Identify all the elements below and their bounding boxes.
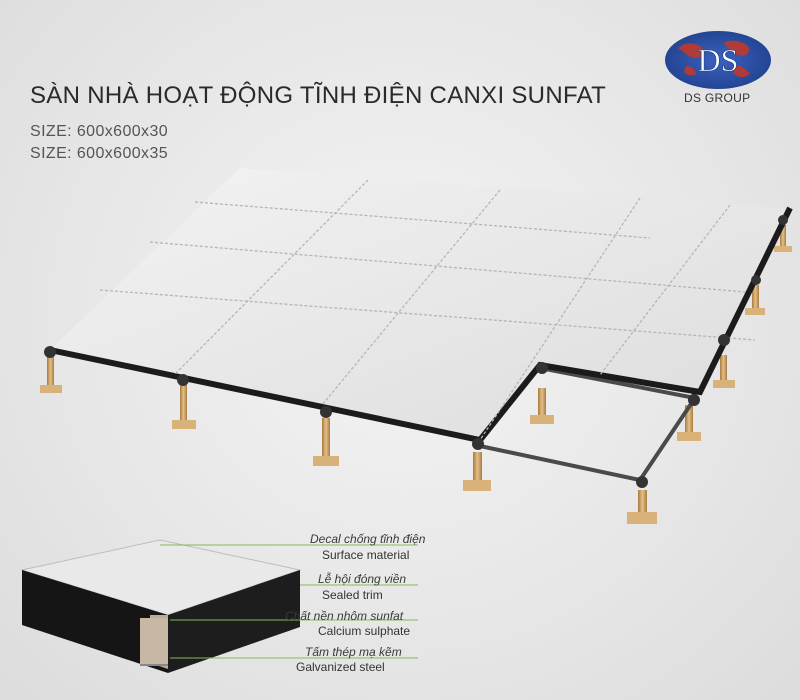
pedestal-heads bbox=[44, 215, 788, 488]
pedestals bbox=[40, 225, 792, 524]
logo-mark: DS bbox=[698, 42, 739, 78]
callout-steel-vi: Tấm thép mạ kẽm bbox=[305, 645, 402, 659]
pedestal bbox=[313, 418, 339, 466]
callout-trim-vi: Lễ hội đóng viền bbox=[318, 572, 407, 586]
pedestal bbox=[745, 285, 765, 315]
tile-cross-section bbox=[20, 539, 302, 673]
pedestal bbox=[713, 355, 735, 388]
calcium-sulphate-core bbox=[140, 618, 168, 666]
pedestal bbox=[627, 490, 657, 524]
callout-core-en: Calcium sulphate bbox=[318, 624, 411, 638]
tile-left-side bbox=[22, 570, 168, 673]
callout-surface-vi: Decal chống tĩnh điện bbox=[310, 532, 426, 546]
size-spec-30: SIZE: 600x600x30 bbox=[30, 123, 169, 140]
callout-trim-en: Sealed trim bbox=[322, 588, 383, 602]
size-spec-35: SIZE: 600x600x35 bbox=[30, 145, 169, 162]
ds-group-logo: DS bbox=[665, 31, 771, 89]
pedestal bbox=[172, 385, 196, 429]
pedestal bbox=[774, 225, 792, 252]
pedestal bbox=[463, 452, 491, 491]
tile-seams bbox=[99, 179, 756, 441]
page-title: SÀN NHÀ HOẠT ĐỘNG TĨNH ĐIỆN CANXI SUNFAT bbox=[30, 82, 607, 109]
pedestal bbox=[40, 355, 62, 393]
pedestal bbox=[677, 405, 701, 441]
floor-surface bbox=[50, 168, 790, 440]
tile-right-side bbox=[168, 570, 300, 673]
raised-floor-illustration bbox=[40, 168, 793, 524]
callout-surface-en: Surface material bbox=[322, 548, 410, 562]
callout-steel-en: Galvanized steel bbox=[296, 660, 385, 674]
pedestal bbox=[530, 388, 554, 424]
logo-name: DS GROUP bbox=[684, 91, 751, 105]
callout-core-vi: Chất nền nhôm sunfat bbox=[285, 609, 404, 623]
